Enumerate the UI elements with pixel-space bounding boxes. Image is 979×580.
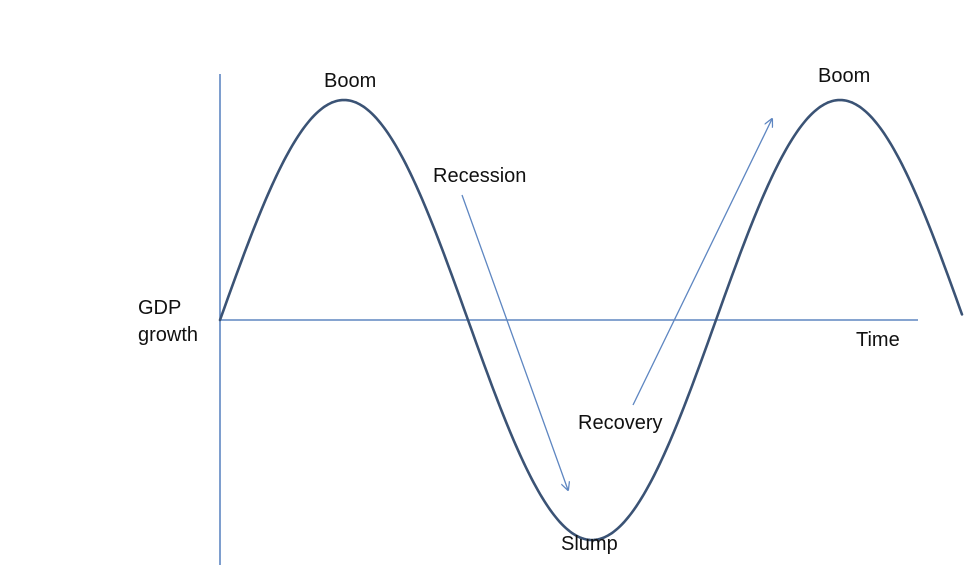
- boom-label-2: Boom: [818, 65, 870, 87]
- recovery-label: Recovery: [578, 412, 662, 434]
- slump-label: Slump: [561, 533, 618, 555]
- recession-arrow: [461, 194, 568, 490]
- recovery-arrow: [632, 119, 772, 406]
- y-axis-label-line1: GDP: [138, 297, 181, 319]
- x-axis-label: Time: [856, 329, 900, 351]
- boom-label-1: Boom: [324, 70, 376, 92]
- gdp-cycle-curve: [218, 98, 964, 542]
- recession-label: Recession: [433, 165, 526, 187]
- y-axis-label-line2: growth: [138, 324, 198, 346]
